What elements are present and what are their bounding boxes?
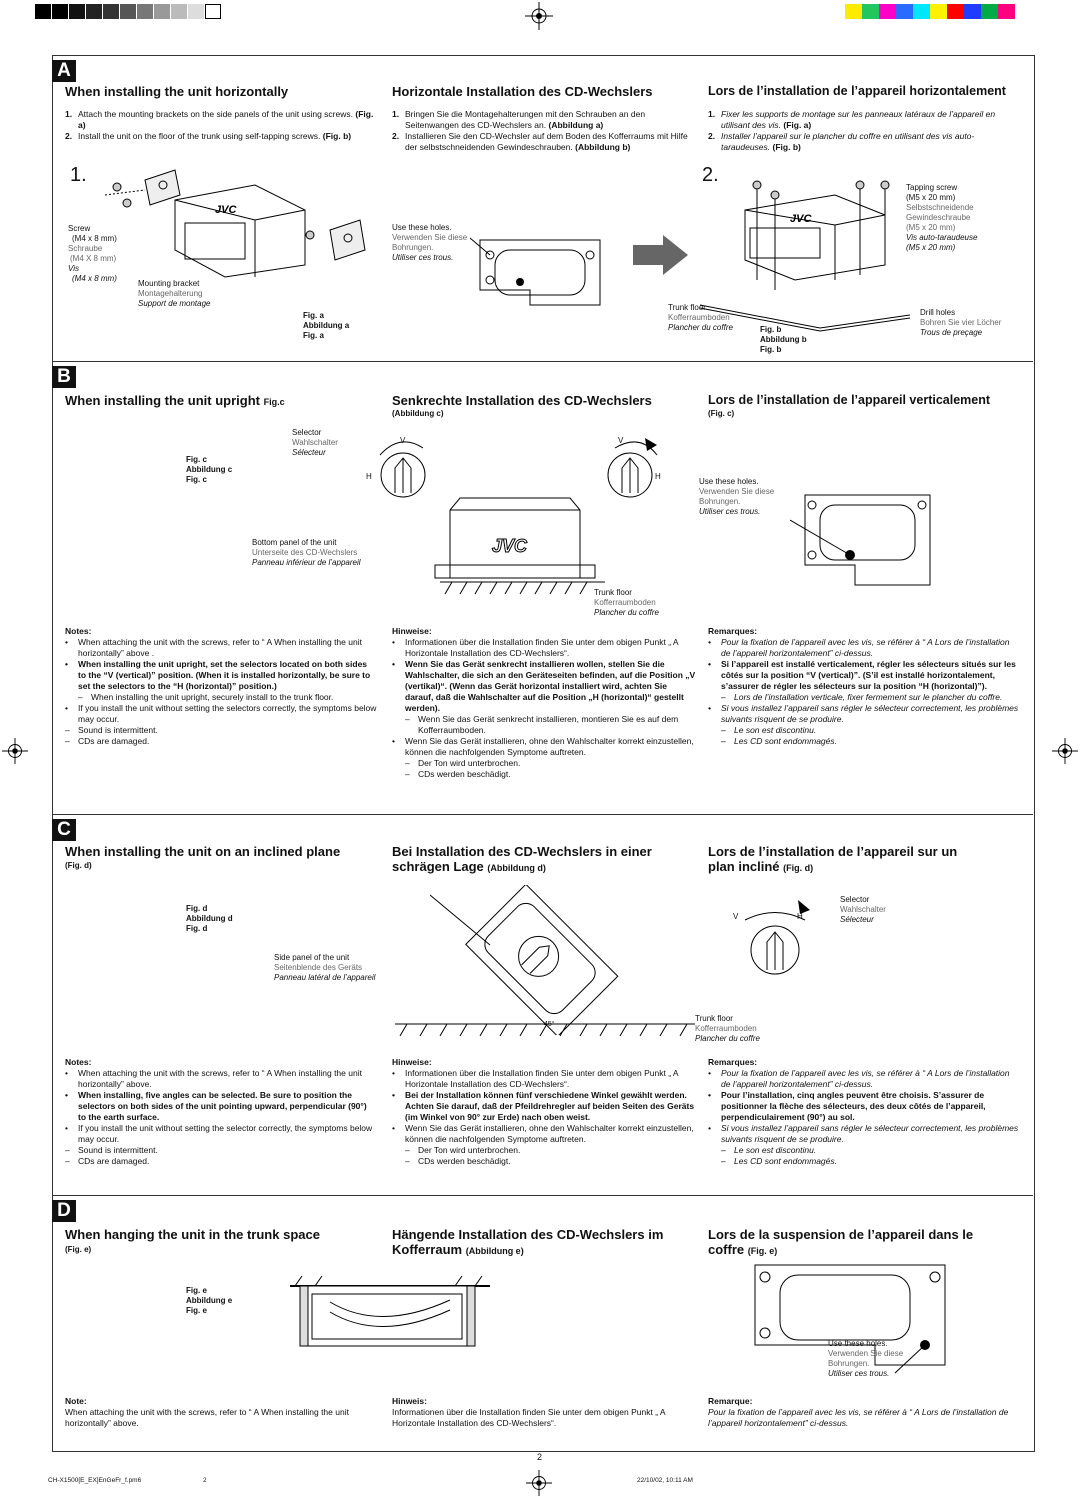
bottom-panel-label: Bottom panel of the unit Unterseite des … [252,538,361,567]
use-holes-label: Use these holes. Verwenden Sie diese Boh… [828,1339,904,1378]
section-d-title-de: Hängende Installation des CD-Wechslers i… [392,1227,664,1257]
section-divider [52,1195,1033,1196]
section-badge-c: C [52,819,76,841]
tapping-screw-label: Tapping screw (M5 x 20 mm) Selbstschneid… [906,183,978,252]
section-a-title-de: Horizontale Installation des CD-Wechsler… [392,84,653,99]
section-c-ref-en: (Fig. d) [65,861,92,870]
notes-fr: Remarques: •Pour la fixation de l’appare… [708,1057,1019,1166]
section-b-ref-fr: (Fig. c) [708,409,735,418]
h-mark: H [797,912,803,921]
section-divider [52,361,1033,362]
inclined-unit-diagram [430,885,619,1035]
section-c-title-de: Bei Installation des CD-Wechslers in ein… [392,844,652,874]
footer-filename: CH-X1500[E_EX]EnGeFr_f.pm6 [48,1477,142,1484]
figure-b-floor-diagram: JVC [744,180,890,290]
bracket-holes-diagram [790,494,931,586]
crosshair-icon [526,1470,552,1496]
registration-bar-right [845,4,1035,19]
section-d-title-fr: Lors de la suspension de l’appareil dans… [708,1227,974,1257]
section-a-steps-de: 1.Bringen Sie die Montagehalterungen mit… [392,109,694,153]
section-b-title-fr: Lors de l’installation de l’appareil ver… [708,393,991,407]
step-item: 2.Installieren Sie den CD-Wechsler auf d… [392,131,688,152]
note-en: Note: When attaching the unit with the s… [65,1396,349,1428]
trunk-floor-label: Trunk floor Kofferraumboden Plancher du … [695,1014,760,1043]
section-badge-b: B [52,366,76,388]
section-a-title-fr: Lors de l’installation de l’appareil hor… [708,84,1006,98]
mounting-bracket-label: Mounting bracket Montagehalterung Suppor… [138,279,211,308]
section-d-title-en: When hanging the unit in the trunk space [65,1227,320,1242]
section-badge-d: D [52,1200,76,1222]
trunk-floor-hatch [440,581,605,595]
section-b-title-en: When installing the unit upright Fig.c [65,393,285,408]
step-number: 1. [70,164,87,186]
use-holes-label: Use these holes. Verwenden Sie diese Boh… [392,223,468,262]
trunk-floor-line [700,304,911,332]
trunk-floor-label: Trunk floor Kofferraumboden Plancher du … [594,588,659,617]
step-item: 2.Installer l’appareil sur le plancher d… [708,131,975,152]
crosshair-icon [2,738,28,764]
section-d-ref-en: (Fig. e) [65,1245,92,1254]
section-c-title-en: When installing the unit on an inclined … [65,844,341,859]
page-frame [52,55,1035,1452]
section-a-title-en: When installing the unit horizontally [65,84,289,99]
registration-bar-left [35,4,235,19]
hanging-unit-diagram [290,1275,490,1347]
side-panel-label: Side panel of the unit Seitenblende des … [274,953,376,982]
notes-en: Notes: •When attaching the unit with the… [65,1057,373,1166]
screw-label: Screw (M4 x 8 mm) Schraube (M4 X 8 mm) V… [68,224,117,283]
footer-num: 2 [203,1477,207,1484]
svg-text:JVC: JVC [790,213,812,225]
section-c-title-fr: Lors de l’installation de l’appareil sur… [708,844,958,874]
trunk-floor-hatch [395,1023,695,1037]
step-item: 1.Fixer les supports de montage sur les … [708,109,996,130]
crosshair-icon [525,2,553,30]
step-item: 2.Install the unit on the floor of the t… [65,131,352,141]
section-divider [52,814,1033,815]
section-a-steps-fr: 1.Fixer les supports de montage sur les … [708,109,1018,153]
bracket-holes-diagram [470,237,601,306]
v-mark: V [400,436,406,445]
selector-dial-right [607,438,658,498]
svg-text:JVC: JVC [215,204,237,216]
bracket-holes-diagram [754,1264,946,1374]
note-fr: Remarque: Pour la fixation de l’appareil… [708,1396,1009,1428]
step-item: 1.Attach the mounting brackets on the si… [65,109,374,130]
trunk-floor-label: Trunk floor Kofferraumboden Plancher du … [668,303,733,332]
selector-dial-left [379,441,426,498]
step-number: 2. [702,164,719,186]
footer-date: 22/10/02, 10:11 AM [637,1477,693,1484]
selector-dial [744,900,810,975]
selector-label: Selector Wahlschalter Sélecteur [292,428,338,457]
v-mark: V [733,912,739,921]
use-holes-label: Use these holes. Verwenden Sie diese Boh… [699,477,775,516]
upright-unit-diagram: JVC [434,497,596,579]
page-number: 2 [537,1452,543,1462]
notes-de: Hinweise: •Informationen über die Instal… [392,1057,695,1166]
drill-holes-label: Drill holes Bohren Sie vier Löcher Trous… [920,308,1002,337]
section-badge-a: A [52,60,76,82]
section-a-steps-en: 1.Attach the mounting brackets on the si… [65,109,375,142]
section-b-ref-de: (Abbildung c) [392,409,444,418]
notes-en: Notes: •When attaching the unit with the… [65,626,377,746]
step-item: 1.Bringen Sie die Montagehalterungen mit… [392,109,646,130]
note-de: Hinweis: Informationen über die Installa… [392,1396,666,1428]
section-b-title-de: Senkrechte Installation des CD-Wechslers [392,393,652,408]
arrow-right-icon [633,235,688,275]
crosshair-icon [1052,738,1078,764]
selector-label: Selector Wahlschalter Sélecteur [840,895,886,924]
svg-text:JVC: JVC [492,536,528,556]
h-mark: H [655,472,661,481]
v-mark: V [618,436,624,445]
notes-fr: Remarques: •Pour la fixation de l’appare… [708,626,1019,746]
h-mark: H [366,472,372,481]
angle-label: 45° [544,1021,555,1028]
figure-a-bracket-diagram: JVC [105,169,366,278]
notes-de: Hinweise: •Informationen über die Instal… [392,626,696,779]
